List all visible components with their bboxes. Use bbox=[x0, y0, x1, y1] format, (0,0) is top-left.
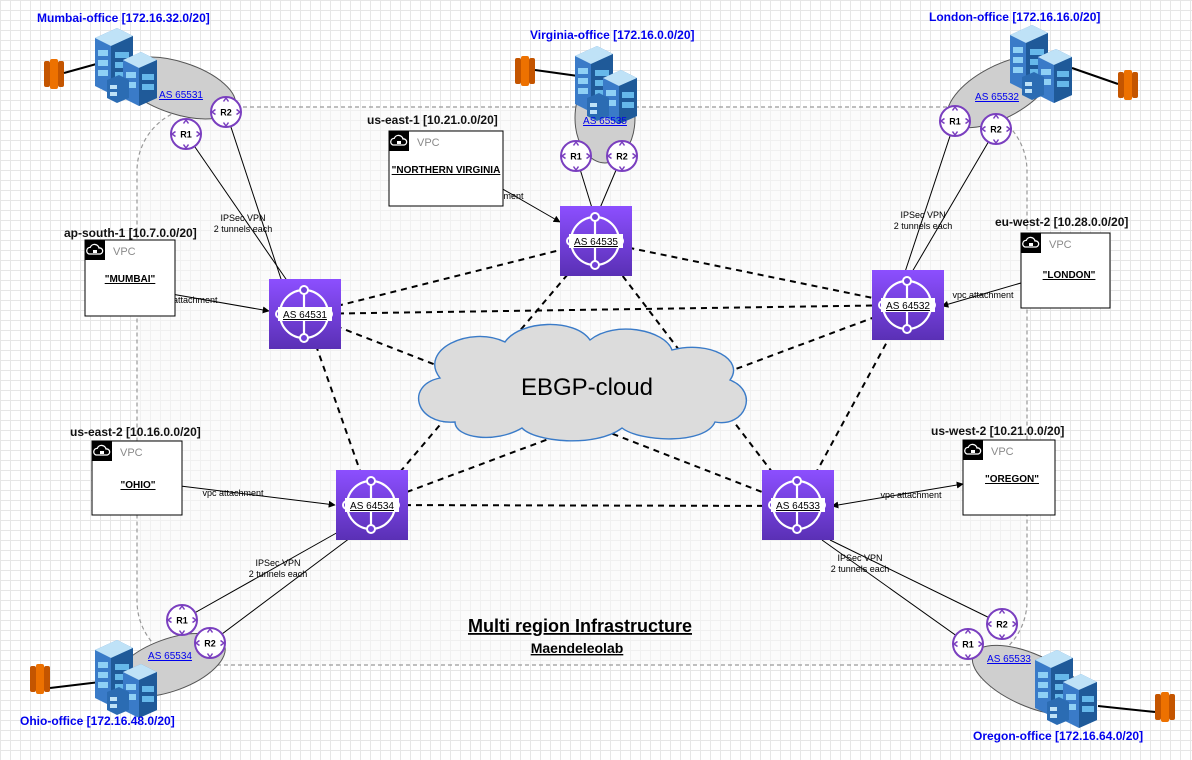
vpc-name: "OREGON" bbox=[985, 474, 1039, 485]
vpc-cloud-icon bbox=[91, 440, 113, 462]
region-label-virginia: us-east-1 [10.21.0.0/20] bbox=[367, 113, 498, 127]
connector-icon bbox=[1155, 692, 1175, 722]
tgw-as-label: AS 64534 bbox=[350, 501, 394, 512]
ipsec-label-ohio-line1: IPSec VPN bbox=[255, 558, 300, 568]
building-icon bbox=[1035, 650, 1097, 728]
office-label: Ohio-office [172.16.48.0/20] bbox=[20, 714, 175, 728]
page-subtitle: Maendeleolab bbox=[531, 640, 624, 656]
vpc-name: "NORTHERN VIRGINIA bbox=[392, 165, 501, 176]
vpc-badge-label: VPC bbox=[113, 246, 136, 258]
ipsec-label-oregon-line2: 2 tunnels each bbox=[831, 564, 890, 574]
router-r1[interactable]: R1 bbox=[952, 628, 984, 660]
office-virginia[interactable]: AS 65535 R1 R2 Virginia-office [172.16.0… bbox=[515, 28, 695, 172]
router-r2[interactable]: R2 bbox=[194, 627, 226, 659]
tgw-as-label: AS 64531 bbox=[283, 310, 327, 321]
office-label: Oregon-office [172.16.64.0/20] bbox=[973, 729, 1143, 743]
office-as-label[interactable]: AS 65533 bbox=[987, 654, 1031, 665]
svg-text:R1: R1 bbox=[176, 616, 188, 626]
ipsec-label-ohio-line2: 2 tunnels each bbox=[249, 569, 308, 579]
attachment-label-ohio: vpc attachment bbox=[202, 488, 264, 498]
connector-icon bbox=[44, 59, 64, 89]
router-r2[interactable]: R2 bbox=[986, 608, 1018, 640]
connector-icon bbox=[515, 56, 535, 86]
vpc-badge-label: VPC bbox=[1049, 239, 1072, 251]
office-as-label[interactable]: AS 65532 bbox=[975, 92, 1019, 103]
connector-icon bbox=[1118, 70, 1138, 100]
region-label-oregon: us-west-2 [10.21.0.0/20] bbox=[931, 424, 1064, 438]
svg-text:R1: R1 bbox=[180, 130, 192, 140]
svg-text:R2: R2 bbox=[996, 620, 1008, 630]
transit-gateway-oregon[interactable]: AS 64533 bbox=[762, 470, 834, 540]
router-r1[interactable]: R1 bbox=[560, 140, 592, 172]
transit-gateway-virginia[interactable]: AS 64535 bbox=[560, 206, 632, 276]
vpc-box-oregon[interactable]: VPC "OREGON" bbox=[962, 439, 1056, 516]
router-r1[interactable]: R1 bbox=[166, 604, 198, 636]
vpc-name: "OHIO" bbox=[120, 480, 155, 491]
office-as-label[interactable]: AS 65535 bbox=[583, 116, 627, 127]
vpc-badge-label: VPC bbox=[991, 446, 1014, 458]
ipsec-labels: IPSec VPN 2 tunnels each IPSec VPN 2 tun… bbox=[214, 210, 953, 579]
region-label-ohio: us-east-2 [10.16.0.0/20] bbox=[70, 425, 201, 439]
ipsec-label-mumbai-line2: 2 tunnels each bbox=[214, 224, 273, 234]
page-title: Multi region Infrastructure bbox=[468, 616, 692, 636]
region-labels: ap-south-1 [10.7.0.0/20] us-east-1 [10.2… bbox=[64, 113, 1128, 439]
svg-text:R1: R1 bbox=[962, 640, 974, 650]
ipsec-label-london-line1: IPSec VPN bbox=[900, 210, 945, 220]
office-label: Virginia-office [172.16.0.0/20] bbox=[530, 28, 695, 42]
attachment-label-london: vpc attachment bbox=[952, 290, 1014, 300]
router-r1[interactable]: R1 bbox=[939, 105, 971, 137]
connector-icon bbox=[30, 664, 50, 694]
svg-text:R2: R2 bbox=[990, 125, 1002, 135]
office-label: Mumbai-office [172.16.32.0/20] bbox=[37, 11, 210, 25]
vpc-attachments bbox=[159, 175, 1046, 509]
transit-gateway-london[interactable]: AS 64532 bbox=[872, 270, 944, 340]
router-r2[interactable]: R2 bbox=[210, 96, 242, 128]
office-as-label[interactable]: AS 65534 bbox=[148, 651, 192, 662]
tgw-as-label: AS 64533 bbox=[776, 501, 820, 512]
vpc-name: "LONDON" bbox=[1043, 270, 1096, 281]
svg-text:R2: R2 bbox=[616, 152, 628, 162]
vpc-cloud-icon bbox=[1020, 232, 1042, 254]
vpc-badge-label: VPC bbox=[120, 447, 143, 459]
vpc-name: "MUMBAI" bbox=[105, 274, 156, 285]
vpc-box-london[interactable]: VPC "LONDON" bbox=[1020, 232, 1111, 309]
ipsec-label-mumbai-line1: IPSec VPN bbox=[220, 213, 265, 223]
transit-gateway-ohio[interactable]: AS 64534 bbox=[336, 470, 408, 540]
ebgp-cloud bbox=[418, 323, 748, 442]
vpc-box-virginia[interactable]: VPC "NORTHERN VIRGINIA bbox=[388, 130, 504, 207]
transit-gateway-mumbai[interactable]: AS 64531 bbox=[269, 279, 341, 349]
region-label-london: eu-west-2 [10.28.0.0/20] bbox=[995, 215, 1128, 229]
svg-text:R1: R1 bbox=[949, 117, 961, 127]
attachment-label-oregon: vpc attachment bbox=[880, 490, 942, 500]
office-london[interactable]: AS 65532 R1 R2 London-office [172.16.16.… bbox=[929, 10, 1138, 145]
region-label-mumbai: ap-south-1 [10.7.0.0/20] bbox=[64, 226, 197, 240]
tgw-as-label: AS 64532 bbox=[886, 301, 930, 312]
ipsec-label-london-line2: 2 tunnels each bbox=[894, 221, 953, 231]
svg-text:R2: R2 bbox=[220, 108, 232, 118]
attachment-label-mumbai: vpc attachment bbox=[156, 295, 218, 305]
vpc-box-ohio[interactable]: VPC "OHIO" bbox=[91, 440, 183, 516]
building-icon bbox=[95, 28, 157, 106]
router-r2[interactable]: R2 bbox=[980, 113, 1012, 145]
svg-text:R2: R2 bbox=[204, 639, 216, 649]
office-oregon[interactable]: AS 65533 R1 R2 Oregon-office [172.16.64.… bbox=[952, 608, 1175, 743]
svg-text:R1: R1 bbox=[570, 152, 582, 162]
ipsec-label-oregon-line1: IPSec VPN bbox=[837, 553, 882, 563]
vpn-tunnels bbox=[181, 111, 1003, 645]
vpc-cloud-icon bbox=[84, 239, 106, 261]
office-label: London-office [172.16.16.0/20] bbox=[929, 10, 1100, 24]
tgw-as-label: AS 64535 bbox=[574, 237, 618, 248]
office-ohio[interactable]: AS 65534 R1 R2 Ohio-office [172.16.48.0/… bbox=[20, 604, 233, 728]
router-r2[interactable]: R2 bbox=[606, 140, 638, 172]
vpc-box-mumbai[interactable]: VPC "MUMBAI" bbox=[84, 239, 176, 317]
office-as-label[interactable]: AS 65531 bbox=[159, 90, 203, 101]
vpc-cloud-icon bbox=[388, 130, 410, 152]
router-r1[interactable]: R1 bbox=[170, 118, 202, 150]
cloud-label: EBGP-cloud bbox=[521, 374, 653, 401]
vpc-cloud-icon bbox=[962, 439, 984, 461]
vpc-badge-label: VPC bbox=[417, 137, 440, 149]
office-mumbai[interactable]: AS 65531 R1 R2 Mumbai-office [172.16.32.… bbox=[37, 11, 243, 150]
